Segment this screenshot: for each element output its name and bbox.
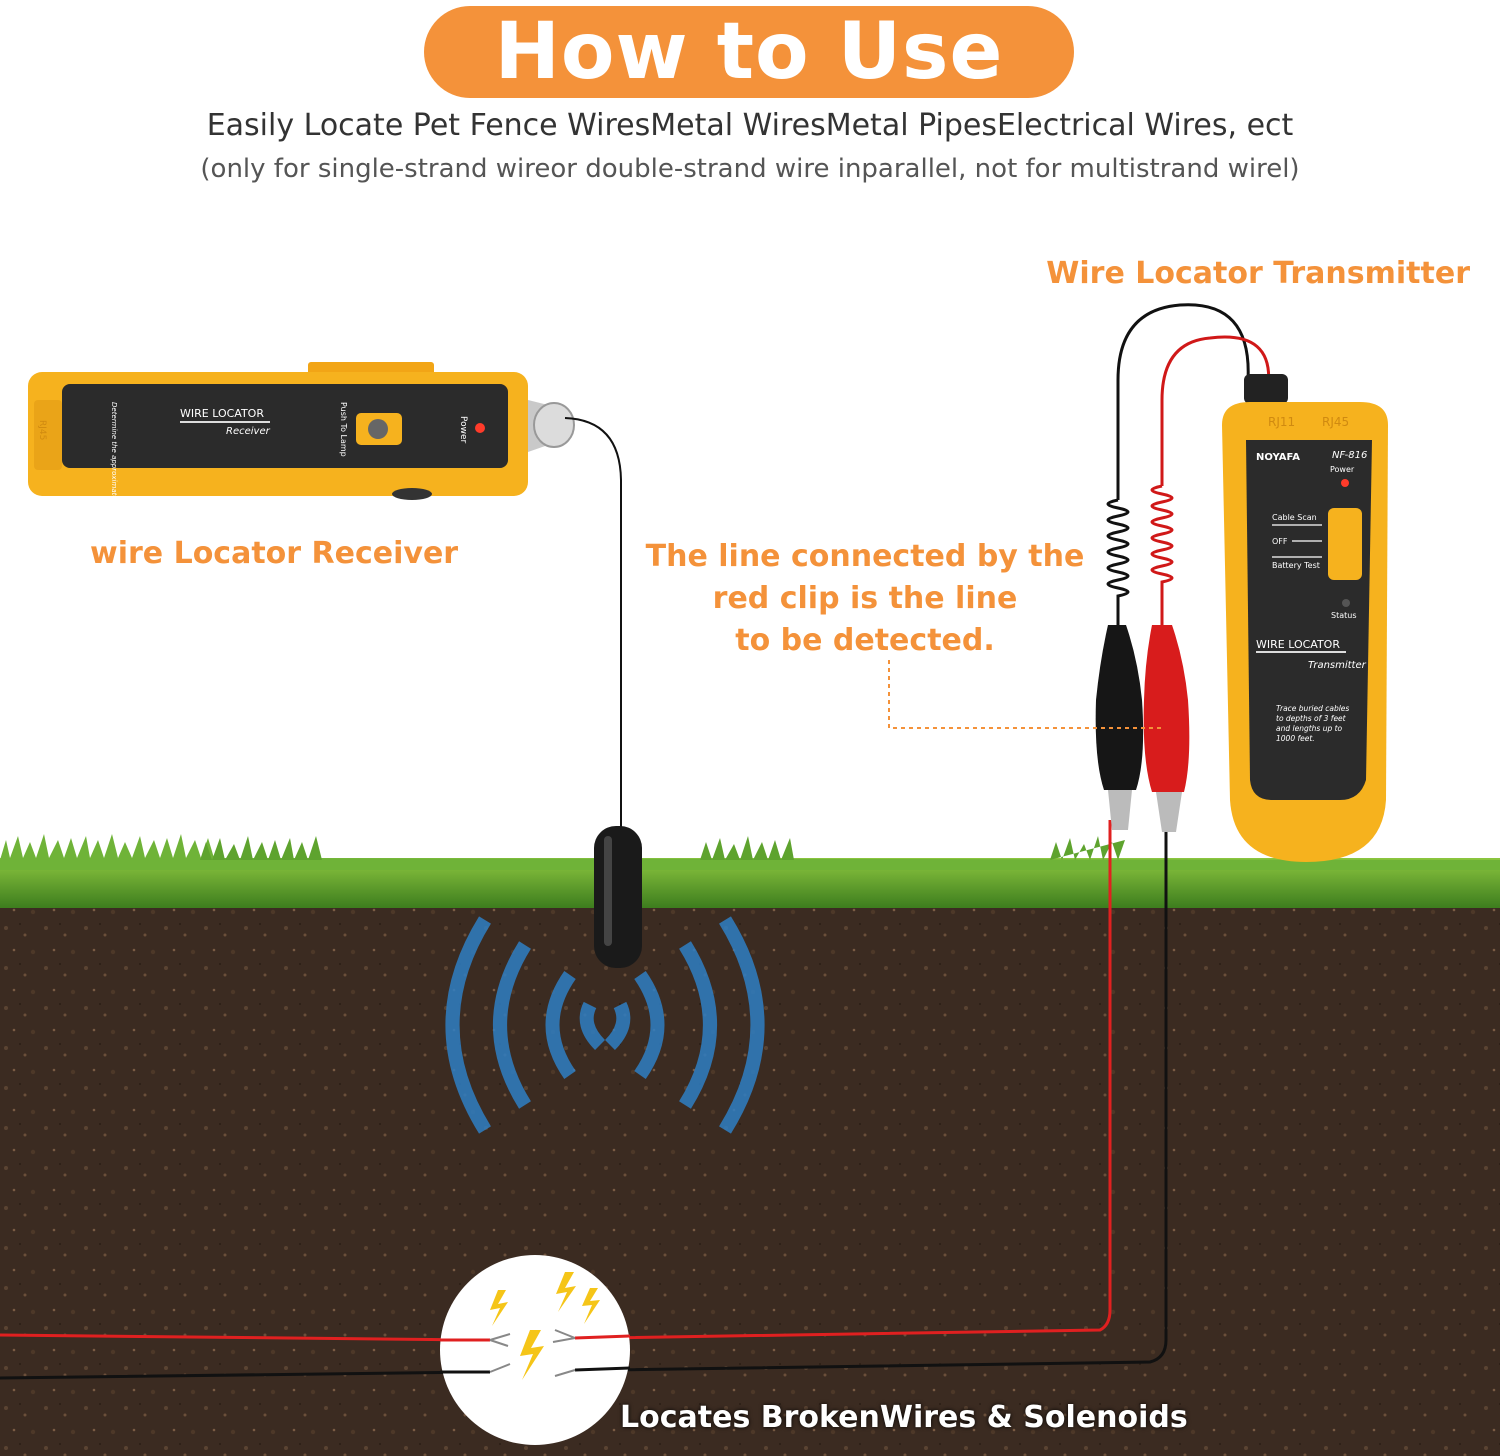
title-banner: How to Use [424,6,1074,98]
receiver-title: WIRE LOCATOR [180,407,264,420]
grass-blades [0,834,1500,870]
transmitter-port-1: RJ11 [1268,415,1295,429]
spark-icon [556,1272,576,1312]
coil-red [1150,484,1174,625]
probe-head [594,826,642,968]
transmitter-desc-4: 1000 feet. [1276,734,1315,743]
receiver-button-label: Push To Lamp [339,402,348,457]
clip-note: The line connected by the red clip is th… [640,536,1090,662]
spark-icon [490,1290,508,1326]
transmitter-subtitle: Transmitter [1308,660,1367,671]
subtitle-note: (only for single-strand wireor double-st… [200,154,1300,184]
page-title: How to Use [494,7,1004,97]
probe-cable [564,417,622,830]
transmitter-power-label: Power [1330,465,1355,474]
transmitter-label: Wire Locator Transmitter [1046,256,1470,291]
switch-battery-test: Battery Test [1272,561,1320,570]
receiver-label: wire Locator Receiver [90,536,459,571]
transmitter-red-cable [1160,335,1271,486]
clip-note-line-3: to be detected. [735,623,995,658]
receiver-port-label: RJ45 [37,420,47,440]
receiver-power-label: Power [458,416,468,444]
switch-cable-scan: Cable Scan [1272,513,1317,522]
switch-off: OFF [1272,537,1288,546]
spark-icon [520,1330,544,1380]
receiver-subtitle: Receiver [226,426,271,437]
transmitter-black-cable [1116,303,1250,500]
receiver-side-text: Determine the approximate depth of the w… [110,402,118,616]
spark-icon [582,1288,600,1324]
transmitter-title: WIRE LOCATOR [1256,638,1340,651]
transmitter-port-2: RJ45 [1322,415,1349,429]
transmitter-device [1222,374,1388,862]
transmitter-desc-2: to depths of 3 feet [1276,714,1347,723]
signal-wave-icon [445,916,765,1134]
pointer-dotted-line [888,660,1165,729]
receiver-device [28,362,575,500]
transmitter-model: NF-816 [1332,450,1367,461]
red-clip-icon [1143,625,1190,792]
buried-black-wire [0,820,1168,1380]
black-clip-icon [1095,625,1144,790]
subtitle: Easily Locate Pet Fence WiresMetal Wires… [206,108,1294,143]
buried-red-wire [0,820,1112,1342]
bottom-caption: Locates BrokenWires & Solenoids [620,1400,1188,1435]
coil-black [1106,498,1130,625]
clip-note-line-1: The line connected by the [645,539,1085,574]
transmitter-brand: NOYAFA [1256,452,1300,463]
clip-note-line-2: red clip is the line [712,581,1018,616]
transmitter-desc-3: and lengths up to [1276,724,1343,733]
transmitter-status-label: Status [1331,611,1357,620]
transmitter-desc-1: Trace buried cables [1276,704,1349,713]
